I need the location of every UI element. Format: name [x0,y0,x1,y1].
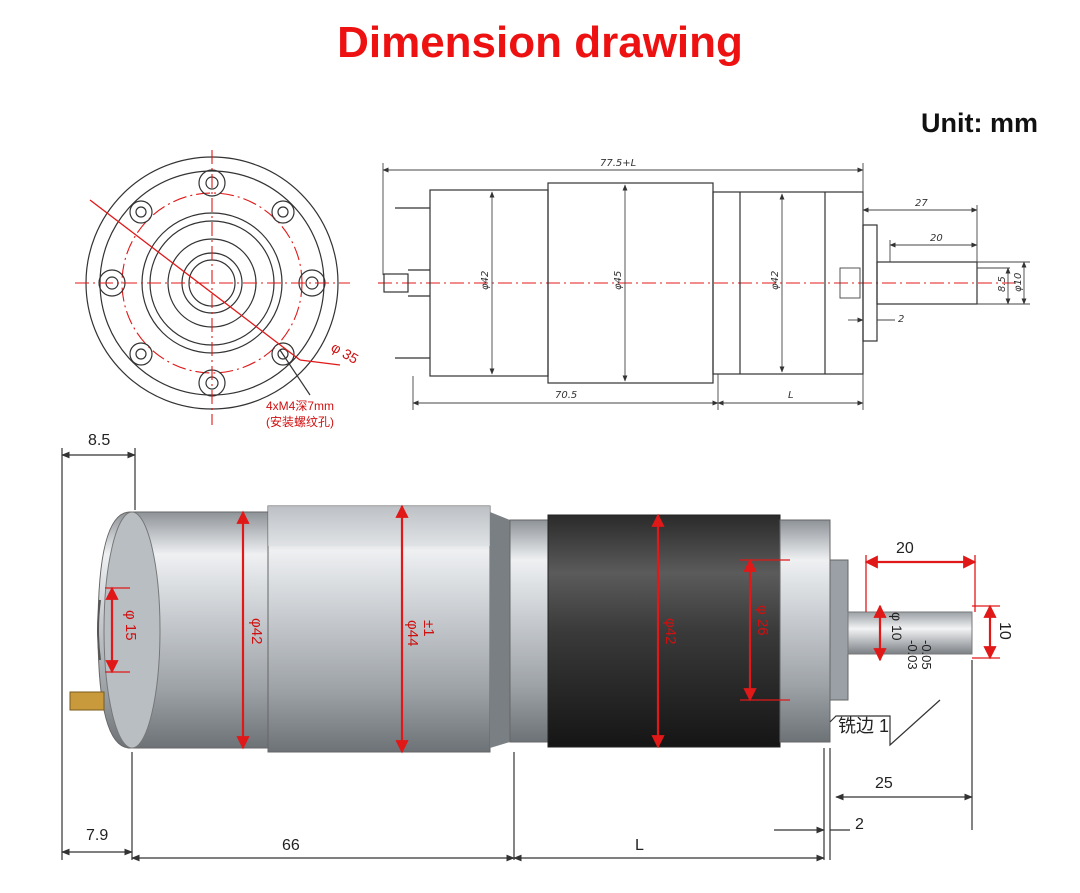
motor-render: 8.5 φ 15 φ42 φ44 ±1 φ42 φ 26 20 φ 10 -0.… [61,432,1013,862]
dim-tol-lower-label: -0.05 [919,640,934,670]
dim-phi42-right-label: φ42 [662,618,679,644]
pitch-diameter-label: φ 35 [329,339,362,367]
body-dia-right-label: φ42 [770,271,781,290]
step-2-label: 2 [898,314,904,325]
front-view: φ 35 4xM4深7mm (安装螺纹孔) [75,150,361,429]
page-title: Dimension drawing [337,18,743,67]
dim-phi26-label: φ 26 [754,605,771,636]
total-length-label: 77.5+L [600,158,636,169]
dim-L-label: L [635,837,644,854]
shaft-dia-label: φ10 [1013,273,1024,292]
shaft-dim-27-label: 27 [915,198,928,209]
body-dia-left-label: φ42 [480,271,491,290]
thread-note-cn: (安装螺纹孔) [266,414,334,429]
dim-tol-upper-label: -0.03 [905,640,920,670]
dim-shaft-tol-label: φ 10 [889,612,905,641]
dim-25-label: 25 [875,775,893,792]
dim-phi42-left-label: φ42 [248,618,265,644]
dim-8-5-label: 8.5 [88,432,110,449]
dim-10-label: 10 [996,622,1013,640]
dim-7-9-label: 7.9 [86,827,108,844]
flat-label: 铣边 1 [838,716,889,736]
dim-66-label: 66 [282,837,300,854]
len-70-5-label: 70.5 [555,390,577,401]
thread-note: 4xM4深7mm [266,399,334,413]
dim-phi15-label: φ 15 [122,610,139,641]
dim-2-label: 2 [855,816,864,833]
shaft-flat-label: 8.5 [997,276,1008,292]
len-L-label: L [788,390,794,401]
unit-label: Unit: mm [921,108,1038,138]
shaft-dim-20-label: 20 [930,233,943,244]
dim-pm1-label: ±1 [420,620,437,637]
dim-shaft-20-label: 20 [896,540,914,557]
dim-phi44-label: φ44 [404,620,421,646]
side-view: φ42 φ45 φ42 77.5+L 27 20 8.5 φ10 2 70.5 … [378,158,1030,410]
body-dia-mid-label: φ45 [613,271,624,290]
